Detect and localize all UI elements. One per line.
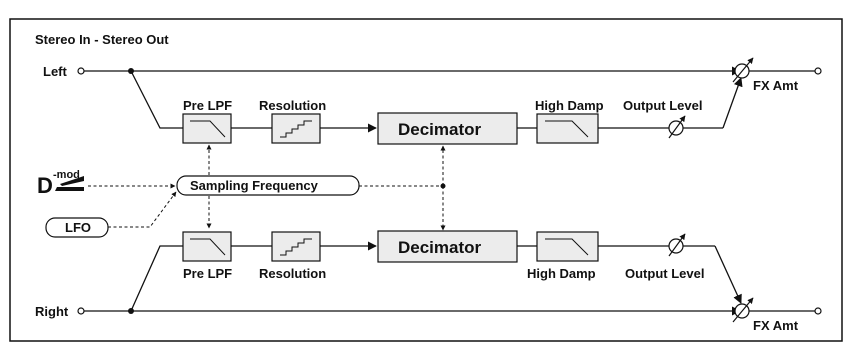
pre-lpf-block-top [182, 113, 232, 144]
dmod-superscript: -mod [53, 169, 80, 181]
knob-arrow-icon [668, 115, 686, 139]
left-input-jack [77, 67, 85, 75]
resolution-label-bottom: Resolution [259, 266, 326, 281]
decimator-block-top [377, 112, 518, 145]
left-input-label: Left [43, 64, 68, 79]
dmod-d-letter: D [37, 173, 53, 198]
pre-lpf-label-top: Pre LPF [183, 98, 232, 113]
decimator-label-bottom: Decimator [398, 238, 482, 257]
high-damp-label-top: High Damp [535, 98, 604, 113]
right-input-label: Right [35, 304, 69, 319]
knob-arrow-icon [732, 297, 754, 323]
knob-arrow-icon [668, 233, 686, 257]
high-damp-block-bottom [536, 231, 599, 262]
decimator-label-top: Decimator [398, 120, 482, 139]
output-level-label-bottom: Output Level [625, 266, 704, 281]
diagram-frame [9, 18, 843, 342]
pre-lpf-block-bottom [182, 231, 232, 262]
lowpass-icon [545, 120, 589, 138]
staircase-icon [280, 120, 312, 138]
right-wet-branch [130, 245, 183, 312]
high-damp-block-top [536, 113, 599, 144]
fx-amt-label-top: FX Amt [753, 78, 799, 93]
lfo-label: LFO [65, 220, 91, 235]
pre-lpf-label-bottom: Pre LPF [183, 266, 232, 281]
lowpass-icon [190, 238, 226, 256]
pedal-icon [55, 187, 84, 191]
right-input-jack [77, 307, 85, 315]
left-wet-branch [130, 70, 183, 129]
left-output-jack [814, 67, 822, 75]
high-damp-label-bottom: High Damp [527, 266, 596, 281]
resolution-label-top: Resolution [259, 98, 326, 113]
lfo-to-sampling [108, 191, 177, 228]
pedal-icon [60, 176, 84, 186]
right-wet-return [714, 245, 742, 304]
lowpass-icon [190, 120, 226, 138]
knob-arrow-icon [732, 57, 754, 83]
lowpass-icon [545, 238, 589, 256]
output-level-label-top: Output Level [623, 98, 702, 113]
sampling-frequency-label: Sampling Frequency [190, 178, 319, 193]
staircase-icon [280, 238, 312, 256]
left-wet-return [722, 77, 743, 129]
fx-amt-label-bottom: FX Amt [753, 318, 799, 333]
decimator-block-bottom [377, 230, 518, 263]
diagram-title: Stereo In - Stereo Out [35, 32, 169, 47]
right-output-jack [814, 307, 822, 315]
